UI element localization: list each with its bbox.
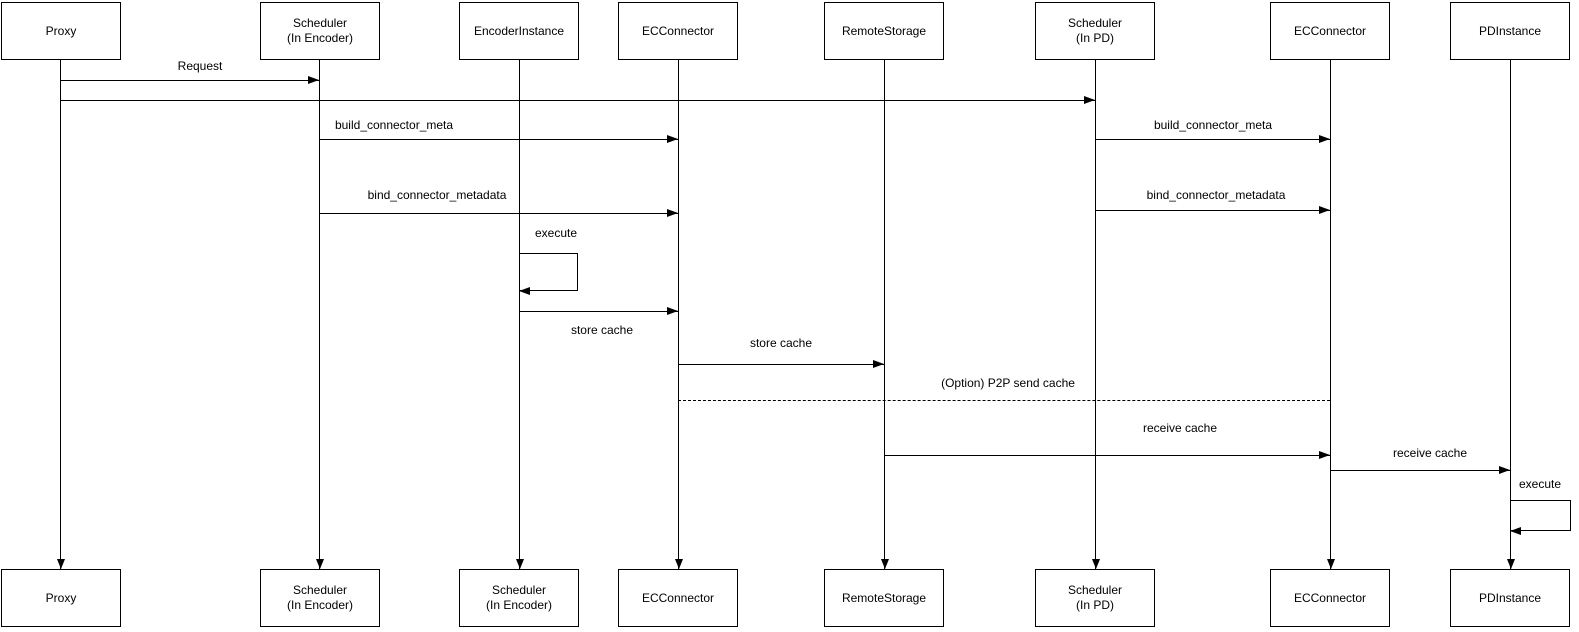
actor-bottom-ecconnector-left: ECConnector [618,569,738,627]
message-label-request: Request [175,59,225,73]
actor-top-ecconnector-right: ECConnector [1270,2,1390,60]
actor-label: RemoteStorage [841,23,927,38]
actor-bottom-scheduler-pd: Scheduler(In PD) [1035,569,1155,627]
message-arrow-store-cache-1 [519,307,678,315]
message-label-store-cache-1: store cache [568,323,636,337]
message-label-p2p-send-cache: (Option) P2P send cache [939,376,1077,390]
lifeline-scheduler-encoder [316,60,324,569]
actor-label-line2: (In Encoder) [286,598,354,612]
self-loop-execute-pd [1510,500,1571,535]
actor-bottom-remote-storage: RemoteStorage [824,569,944,627]
message-arrow-build-connector-meta-left [319,135,678,143]
lifeline-proxy [57,60,65,569]
message-label-execute-left: execute [532,226,580,240]
actor-top-encoder-instance: EncoderInstance [459,2,579,60]
message-arrow-store-cache-2 [678,360,884,368]
message-label-bind-connector-metadata-left: bind_connector_metadata [365,188,509,202]
actor-label: PDInstance [1478,590,1542,605]
lifeline-ecconnector-left [675,60,683,569]
message-arrow-receive-cache-1 [884,451,1330,459]
actor-bottom-pd-instance: PDInstance [1450,569,1570,627]
actor-top-ecconnector-left: ECConnector [618,2,738,60]
message-arrow-build-connector-meta-right [1095,135,1330,143]
lifeline-ecconnector-right [1327,60,1335,569]
actor-bottom-proxy: Proxy [1,569,121,627]
actor-label-line2: (In PD) [1075,31,1114,45]
actor-label: Scheduler [1067,16,1123,30]
actor-bottom-scheduler-encoder-2: Scheduler(In Encoder) [459,569,579,627]
actor-top-proxy: Proxy [1,2,121,60]
actor-label: PDInstance [1478,23,1542,38]
actor-label: ECConnector [1293,590,1367,605]
actor-label: Proxy [45,23,77,38]
actor-label: Scheduler [1067,583,1123,597]
message-arrow-receive-cache-2 [1330,466,1510,474]
message-label-bind-connector-metadata-right: bind_connector_metadata [1144,188,1288,202]
actor-label: EncoderInstance [473,23,565,38]
actor-label: Scheduler [292,16,348,30]
message-arrow-bind-connector-metadata-left [319,209,678,217]
message-label-receive-cache-2: receive cache [1390,446,1470,460]
lifeline-remote-storage [881,60,889,569]
lifeline-scheduler-pd [1092,60,1100,569]
message-label-store-cache-2: store cache [747,336,815,350]
actor-label: Scheduler [292,583,348,597]
lifeline-pd-instance [1507,60,1515,569]
actor-label: Scheduler [491,583,547,597]
self-loop-execute-encoder [519,253,578,295]
message-label-execute-right: execute [1516,477,1564,491]
message-dashed-line-p2p-send-cache [678,400,1330,401]
message-arrow-bind-connector-metadata-right [1095,206,1330,214]
lifeline-encoder-instance [516,60,524,569]
message-arrow-request [60,76,319,84]
actor-bottom-scheduler-encoder-1: Scheduler(In Encoder) [260,569,380,627]
actor-label-line2: (In Encoder) [286,31,354,45]
actor-top-pd-instance: PDInstance [1450,2,1570,60]
actor-label-line2: (In Encoder) [485,598,553,612]
message-label-build-connector-meta-left: build_connector_meta [332,118,456,132]
actor-label: Proxy [45,590,77,605]
message-label-receive-cache-1: receive cache [1140,421,1220,435]
message-arrow-proxy-to-scheduler-pd [60,96,1095,104]
actor-label: ECConnector [641,590,715,605]
actor-top-remote-storage: RemoteStorage [824,2,944,60]
actor-top-scheduler-encoder: Scheduler(In Encoder) [260,2,380,60]
actor-top-scheduler-pd: Scheduler(In PD) [1035,2,1155,60]
actor-label: ECConnector [1293,23,1367,38]
actor-bottom-ecconnector-right: ECConnector [1270,569,1390,627]
actor-label: ECConnector [641,23,715,38]
actor-label-line2: (In PD) [1075,598,1114,612]
actor-label: RemoteStorage [841,590,927,605]
message-label-build-connector-meta-right: build_connector_meta [1151,118,1275,132]
